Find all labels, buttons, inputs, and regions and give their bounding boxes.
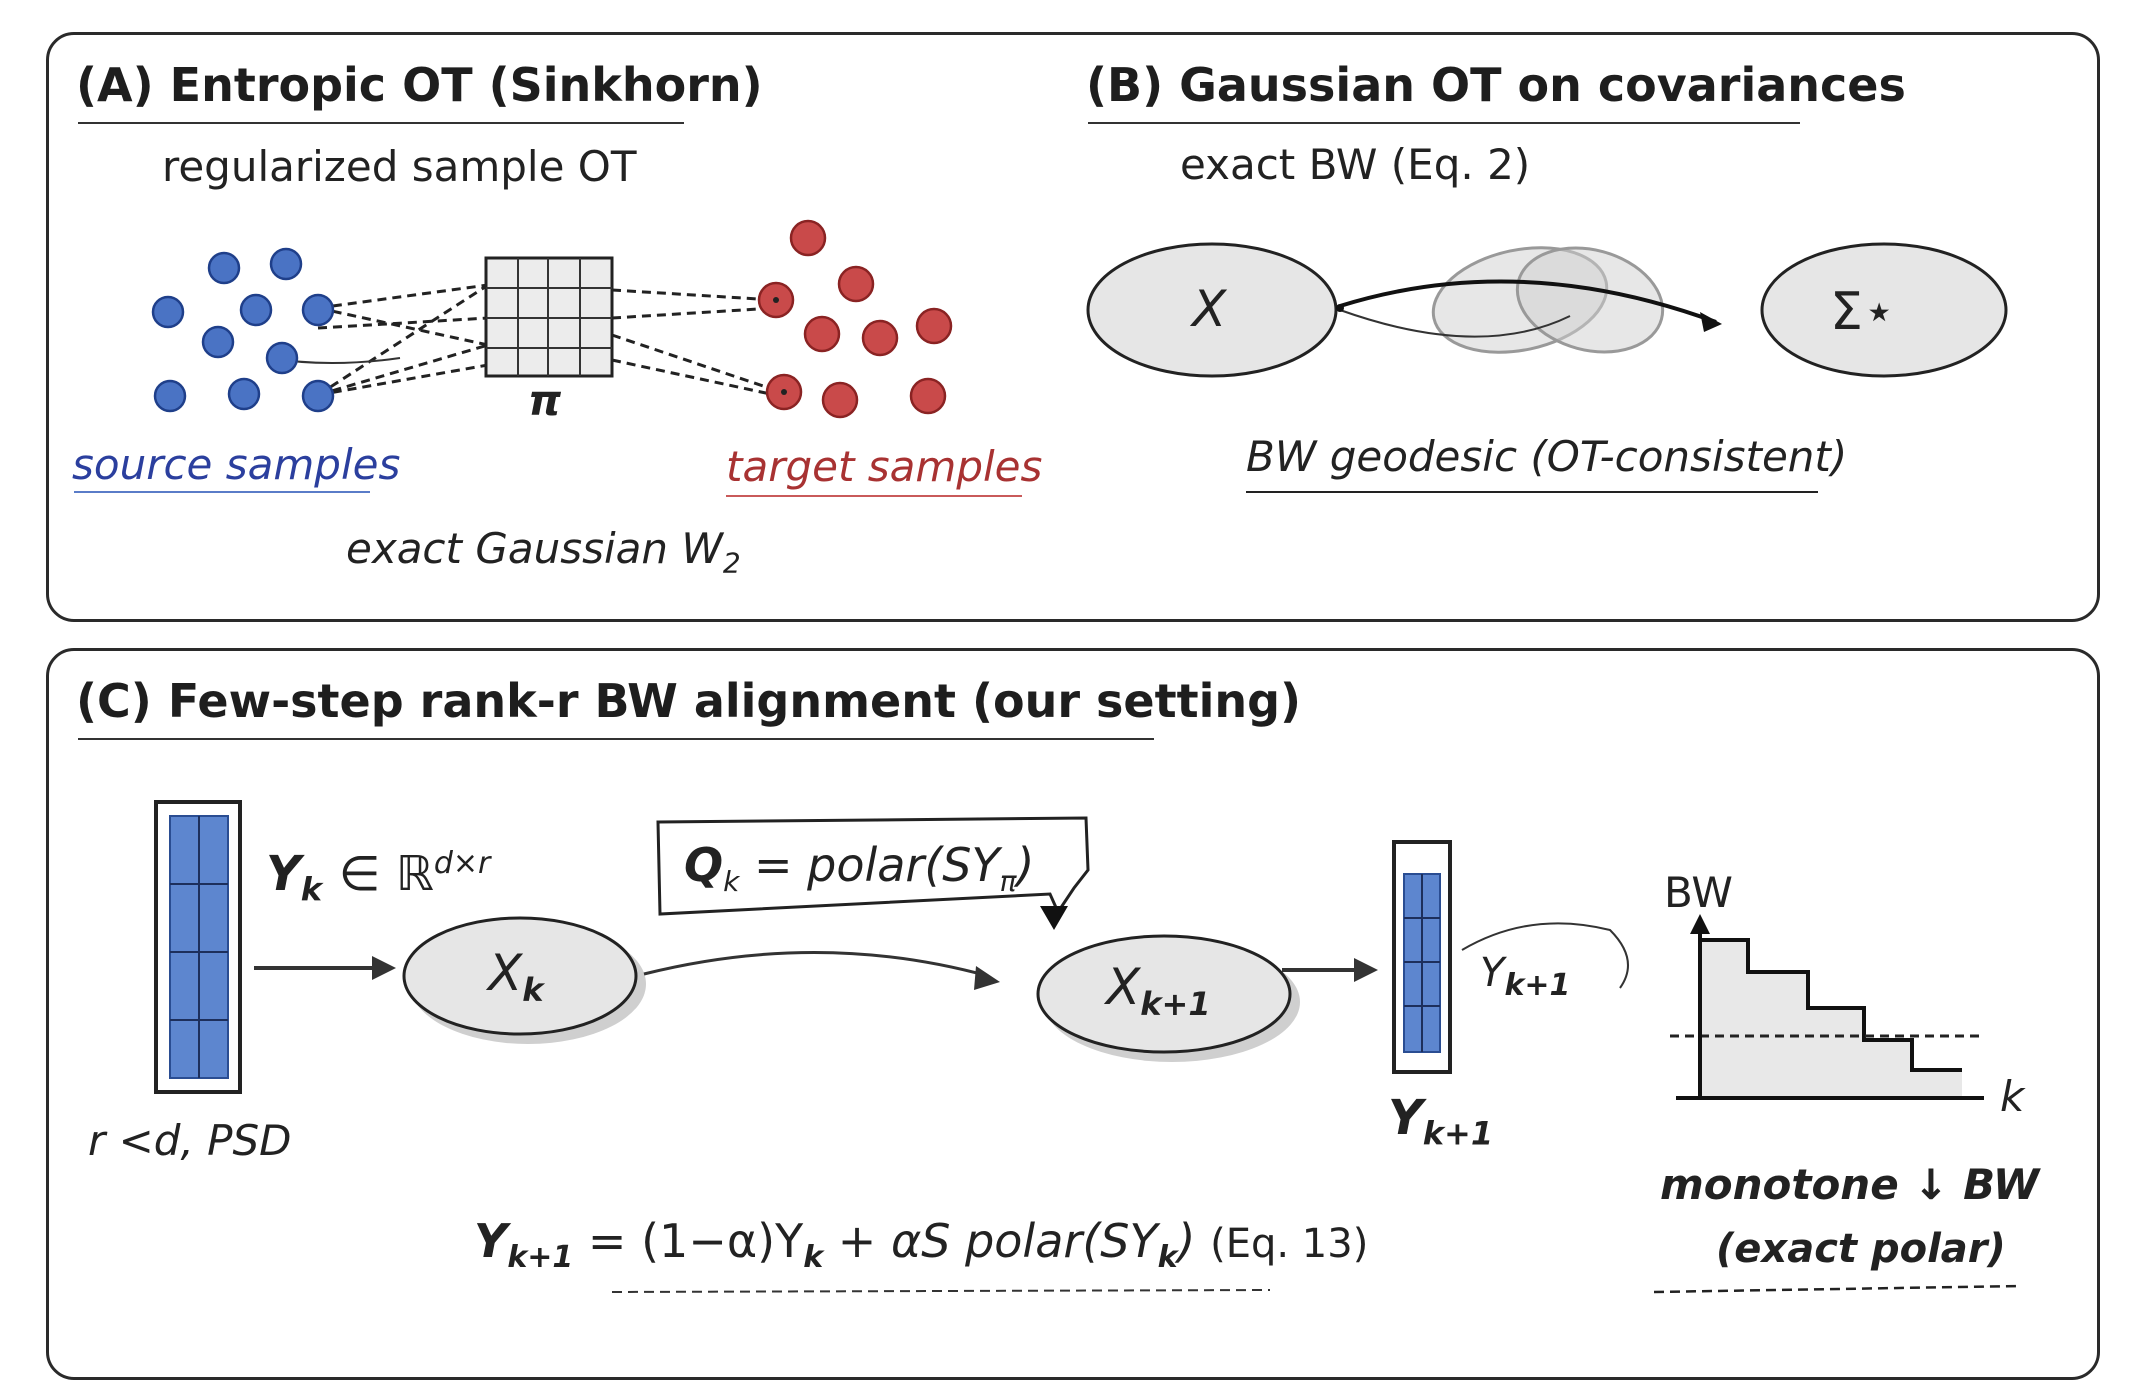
bw-monotone-plot: [1670, 914, 1984, 1100]
target-dot: [861, 319, 899, 357]
coupling-lines: [317, 283, 776, 397]
source-dot: [239, 293, 273, 327]
plot-caption-underline: [1653, 1284, 2021, 1294]
panel-a-footer: exact Gaussian W2: [346, 524, 741, 580]
source-dot: [269, 247, 303, 281]
target-covariance-label: Σ⋆: [1830, 282, 1896, 342]
target-dot: [803, 315, 841, 353]
source-dot: [227, 377, 261, 411]
y-k1-inline-label: Yk+1: [1480, 950, 1571, 1003]
y-k1-label: Yk+1: [1388, 1090, 1494, 1153]
arrow-xk-to-xk1: [643, 951, 989, 978]
y-k-label: Yk ∈ ℝd×r: [266, 846, 491, 909]
target-dot: [909, 377, 947, 415]
target-dot: [915, 307, 953, 345]
y-k1-loop: [1461, 922, 1629, 989]
target-samples-label: target samples: [726, 442, 1043, 491]
target-covariance-ellipse: [1760, 242, 2008, 378]
polar-callout-text: Qk = polar(SYπ): [684, 838, 1035, 899]
target-dot: [837, 265, 875, 303]
source-covariance-label: X: [1192, 280, 1227, 338]
source-dot: [207, 251, 241, 285]
rank-note: r <d, PSD: [88, 1116, 292, 1165]
update-eq-underline: [611, 1289, 1271, 1293]
x-k-label: Xk: [488, 944, 544, 1009]
arrowhead: [1700, 312, 1722, 332]
source-dot: [301, 293, 335, 327]
plot-caption-monotone: monotone ↓ BW: [1660, 1160, 2040, 1209]
plot-y-axis-label: BW: [1664, 868, 1733, 917]
panel-b-title-underline: [1088, 122, 1800, 124]
thin-geodesic-curve: [1339, 309, 1571, 338]
plot-x-axis-label: k: [2000, 1072, 2025, 1121]
update-equation: Yk+1 = (1−α)Yk + αS polar(SYk) (Eq. 13): [474, 1214, 1369, 1276]
source-covariance-ellipse: [1086, 242, 1338, 378]
plot-caption-exact-polar: (exact polar): [1716, 1226, 2006, 1272]
transport-plan-matrix: [484, 256, 614, 378]
y-k-matrix: [154, 800, 242, 1094]
panel-a: [46, 32, 2100, 622]
panel-a-title: (A) Entropic OT (Sinkhorn): [76, 58, 763, 112]
panel-b-title: (B) Gaussian OT on covariances: [1086, 58, 1906, 112]
transport-plan-label: π: [528, 376, 562, 425]
panel-a-title-underline: [78, 122, 684, 124]
y-k1-matrix: [1392, 840, 1452, 1074]
x-k-ellipse: [402, 916, 638, 1036]
source-samples-label: source samples: [72, 440, 401, 489]
source-samples: [151, 247, 335, 413]
polar-callout-box: [656, 816, 1090, 916]
panel-c-title-underline: [78, 738, 1154, 740]
bw-geodesic-arrow: [1339, 279, 1717, 324]
source-dot: [265, 341, 299, 375]
source-dot: [301, 379, 335, 413]
source-dot: [201, 325, 235, 359]
source-dot: [151, 295, 185, 329]
panel-c-title: (C) Few-step rank-r BW alignment (our se…: [76, 674, 1302, 728]
x-k1-ellipse: [1036, 934, 1292, 1054]
target-dot: [789, 219, 827, 257]
x-k1-label: Xk+1: [1106, 958, 1211, 1023]
panel-b-caption: BW geodesic (OT-consistent): [1246, 432, 1848, 481]
source-dot: [153, 379, 187, 413]
target-samples: [757, 219, 953, 419]
panel-b-subtitle: exact BW (Eq. 2): [1180, 140, 1531, 189]
target-dot: [821, 381, 859, 419]
panel-a-subtitle: regularized sample OT: [162, 142, 637, 191]
